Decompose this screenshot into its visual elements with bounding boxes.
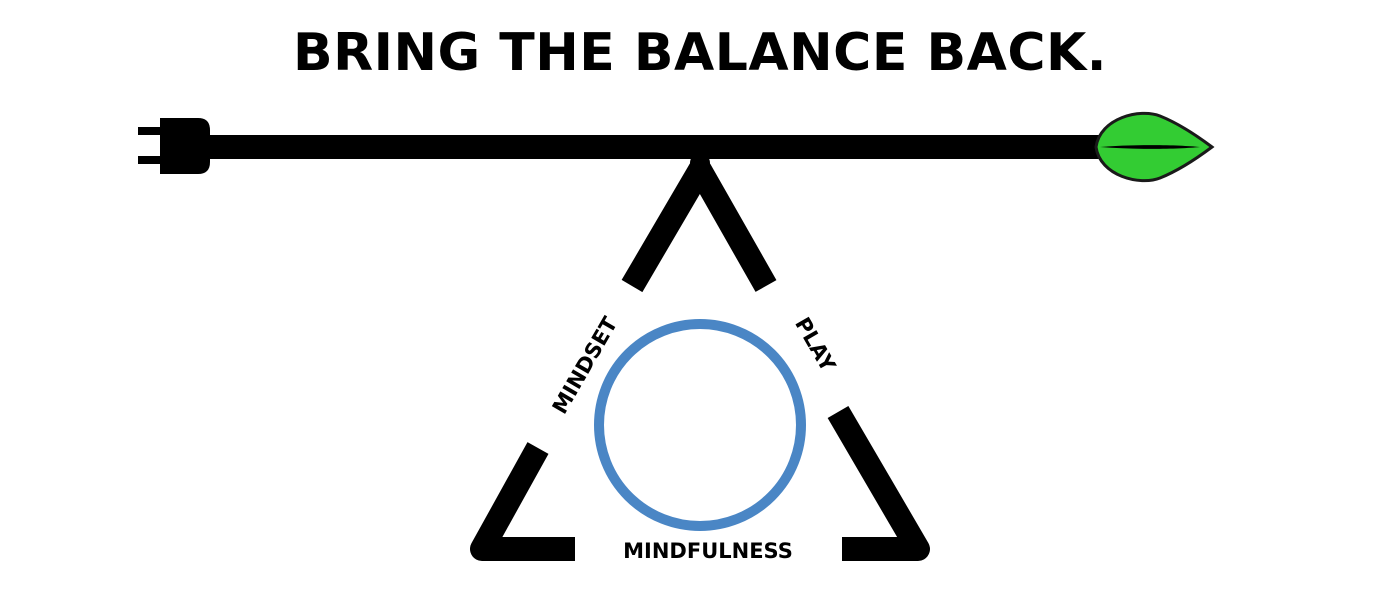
balance-circle: [594, 319, 806, 531]
triangle-corner-left: [470, 442, 575, 561]
triangle-corner-right: [827, 405, 930, 561]
plug-icon: [138, 118, 210, 174]
label-mindset: MINDSET: [548, 312, 623, 418]
page-title: BRING THE BALANCE BACK.: [292, 23, 1108, 83]
leaf-icon: [1094, 111, 1215, 183]
label-mindfulness: MINDFULNESS: [623, 539, 793, 563]
label-play: PLAY: [790, 313, 840, 376]
seesaw-beam: [200, 135, 1100, 159]
fulcrum-top: [621, 158, 777, 293]
